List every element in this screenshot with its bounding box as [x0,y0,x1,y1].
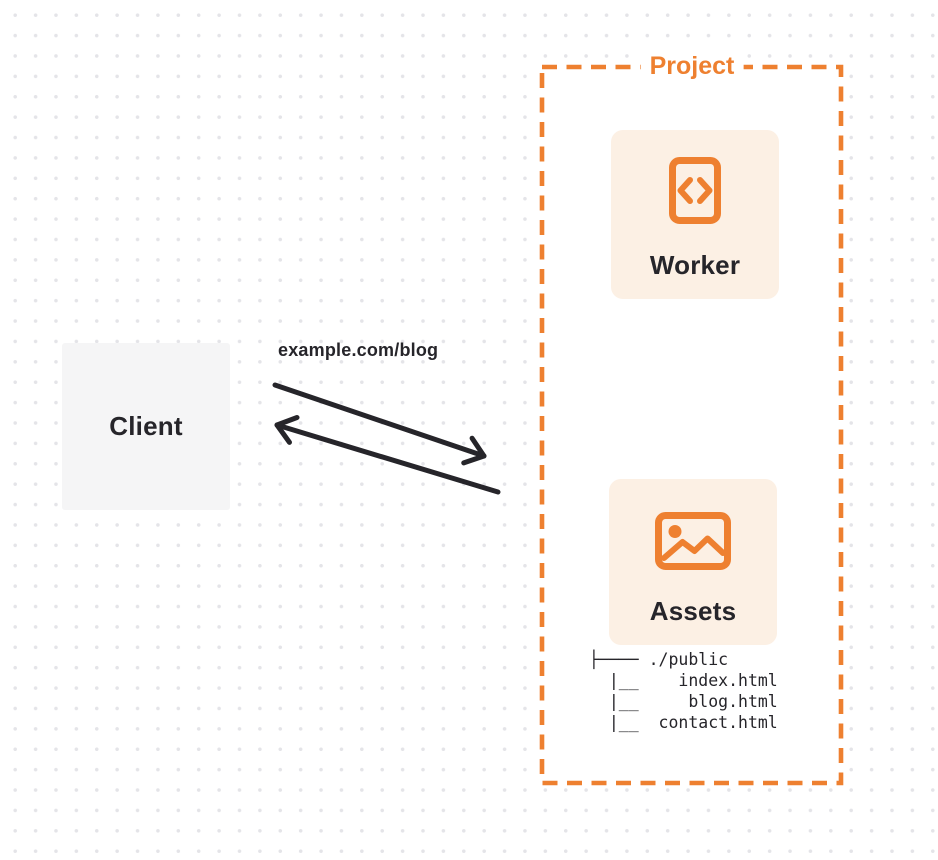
request-arrow [272,382,487,466]
worker-label: Worker [649,250,741,280]
request-url-label: example.com/blog [278,340,439,360]
project-title: Project [640,51,744,81]
client-label: Client [109,411,183,441]
client-node: Client [62,343,230,510]
assets-label: Assets [649,596,737,626]
code-icon [669,157,721,224]
worker-node: Worker [611,130,779,299]
assets-node: Assets [609,479,777,645]
image-icon [655,512,731,570]
assets-file-tree: ├──── ./public |__ index.html |__ blog.h… [589,650,778,732]
response-arrow [274,414,501,495]
